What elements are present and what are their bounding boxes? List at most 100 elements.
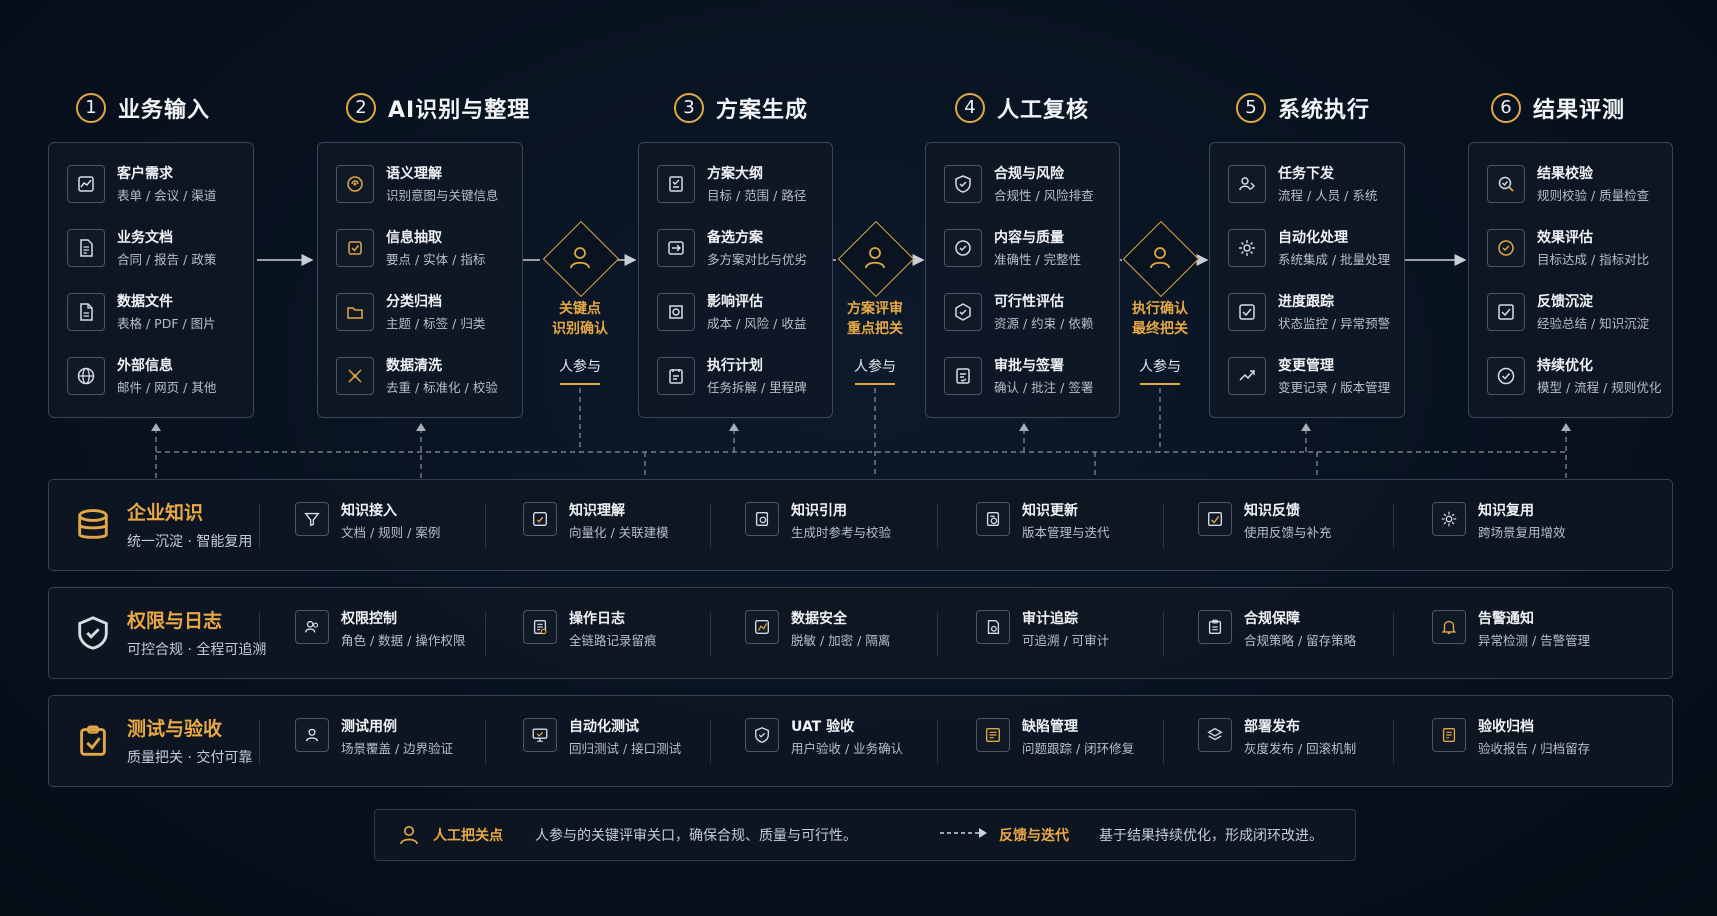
band-header: 企业知识统一沉淀 · 智能复用: [73, 498, 252, 551]
icon-box: [67, 357, 105, 395]
shield-check-icon: [955, 175, 971, 193]
document-icon: [80, 239, 93, 257]
icon-box: [1228, 293, 1266, 331]
item-title: 知识引用: [791, 503, 847, 519]
item-subtitle: 生成时参考与校验: [791, 525, 892, 540]
progress-icon: [1239, 304, 1255, 320]
band-item: 知识反馈使用反馈与补充: [1198, 502, 1332, 541]
icon-box: [1198, 718, 1232, 752]
band-divider: [259, 720, 260, 764]
card-item: 数据清洗去重 / 标准化 / 校验: [336, 357, 498, 396]
band-subtitle: 质量把关 · 交付可靠: [127, 750, 253, 766]
checkpoint-underline: [855, 383, 895, 385]
card-item: 效果评估目标达成 / 指标对比: [1487, 229, 1649, 268]
shield-icon: [755, 727, 769, 743]
archive-icon: [1442, 728, 1456, 742]
feedback-bus: [155, 388, 1567, 478]
icon-box: [1432, 502, 1466, 536]
item-title: 知识反馈: [1244, 503, 1300, 519]
file-icon: [80, 303, 93, 321]
item-title: 方案大纲: [707, 166, 763, 182]
brain-icon: [347, 176, 363, 192]
globe-icon: [77, 367, 95, 385]
item-subtitle: 回归测试 / 接口测试: [569, 741, 682, 756]
checkpoint-people: 人参与: [854, 359, 896, 375]
icon-box: [336, 293, 374, 331]
legend-checkpoint-desc: 人参与的关键评审关口，确保合规、质量与可行性。: [535, 828, 857, 844]
plan-icon: [669, 369, 683, 384]
item-subtitle: 全链路记录留痕: [569, 633, 657, 648]
stage-number: 3: [674, 93, 704, 123]
users-icon: [305, 620, 319, 633]
band-divider: [710, 504, 711, 548]
band-divider: [1393, 612, 1394, 656]
person-icon: [1150, 247, 1170, 269]
automation-icon: [1239, 240, 1255, 256]
band-item: 验收归档验收报告 / 归档留存: [1432, 718, 1590, 757]
checkpoint-people: 人参与: [1139, 359, 1181, 375]
icon-box: [944, 165, 982, 203]
folder-icon: [347, 307, 363, 319]
icon-box: [976, 502, 1010, 536]
card-item: 业务文档合同 / 报告 / 政策: [67, 229, 216, 268]
band-test-acceptance: 测试与验收质量把关 · 交付可靠测试用例场景覆盖 / 边界验证自动化测试回归测试…: [48, 695, 1673, 787]
checkpoint-label: 方案评审重点把关: [847, 301, 903, 337]
icon-box: [944, 357, 982, 395]
checkpoint-label: 执行确认最终把关: [1132, 301, 1188, 337]
user-icon: [305, 728, 319, 742]
item-subtitle: 使用反馈与补充: [1244, 525, 1332, 540]
person-icon: [865, 247, 885, 269]
icon-box: [944, 229, 982, 267]
card-item: 变更管理变更记录 / 版本管理: [1228, 357, 1390, 396]
item-title: 缺陷管理: [1022, 719, 1078, 735]
item-subtitle: 识别意图与关键信息: [386, 188, 499, 203]
item-title: 结果校验: [1537, 166, 1593, 182]
card-item: 自动化处理系统集成 / 批量处理: [1228, 229, 1390, 268]
item-title: 备选方案: [707, 230, 763, 246]
quality-icon: [955, 240, 971, 256]
item-subtitle: 成本 / 风险 / 收益: [707, 316, 807, 331]
change-icon: [1239, 370, 1255, 381]
card-item: 执行计划任务拆解 / 里程碑: [657, 357, 807, 396]
item-title: UAT 验收: [791, 719, 855, 735]
card-item: 备选方案多方案对比与优劣: [657, 229, 807, 268]
band-divider: [937, 720, 938, 764]
stage-card-2: 语义理解识别意图与关键信息信息抽取要点 / 实体 / 指标分类归档主题 / 标签…: [317, 142, 523, 418]
item-subtitle: 流程 / 人员 / 系统: [1278, 188, 1378, 203]
item-subtitle: 表格 / PDF / 图片: [117, 316, 216, 331]
item-subtitle: 系统集成 / 批量处理: [1278, 252, 1391, 267]
icon-box: [657, 229, 695, 267]
item-title: 知识复用: [1478, 503, 1534, 519]
item-subtitle: 状态监控 / 异常预警: [1278, 316, 1391, 331]
clean-icon: [348, 369, 362, 383]
band-divider: [710, 720, 711, 764]
item-subtitle: 去重 / 标准化 / 校验: [386, 380, 498, 395]
compare-icon: [668, 241, 684, 255]
sign-icon: [956, 368, 970, 384]
band-item: 审计追踪可追溯 / 可审计: [976, 610, 1109, 649]
band-item: 数据安全脱敏 / 加密 / 隔离: [745, 610, 890, 649]
item-title: 数据安全: [791, 611, 847, 627]
item-title: 持续优化: [1537, 358, 1593, 374]
item-subtitle: 合同 / 报告 / 政策: [117, 252, 217, 267]
stage-title: 人工复核: [997, 98, 1090, 123]
card-item: 持续优化模型 / 流程 / 规则优化: [1487, 357, 1661, 396]
funnel-icon: [304, 512, 320, 527]
card-item: 进度跟踪状态监控 / 异常预警: [1228, 293, 1390, 332]
band-item: 知识理解向量化 / 关联建模: [523, 502, 669, 541]
item-subtitle: 确认 / 批注 / 签署: [994, 380, 1094, 395]
outline-icon: [669, 176, 683, 192]
icon-box: [1432, 718, 1466, 752]
item-title: 效果评估: [1537, 230, 1593, 246]
item-title: 权限控制: [341, 611, 397, 627]
band-subtitle: 统一沉淀 · 智能复用: [127, 534, 253, 550]
checkpoint-underline: [1140, 383, 1180, 385]
stage-title: 系统执行: [1278, 98, 1371, 123]
item-subtitle: 主题 / 标签 / 归类: [386, 316, 486, 331]
update-icon: [986, 512, 1000, 526]
icon-box: [657, 165, 695, 203]
gear-icon: [1441, 511, 1457, 527]
